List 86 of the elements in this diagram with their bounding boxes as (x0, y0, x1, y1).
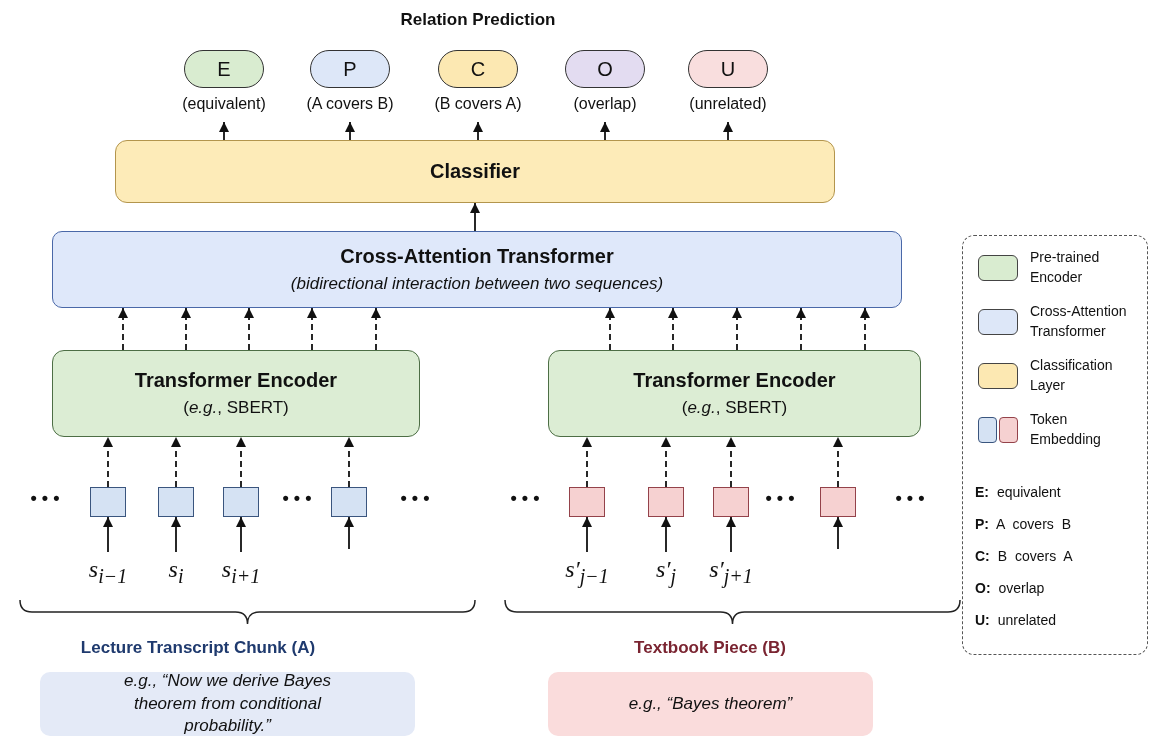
token-embedding-box (713, 487, 749, 517)
ellipsis-dots: • • • (281, 488, 313, 509)
token-symbol: s$_{i−1}$ (76, 552, 140, 592)
arrow (600, 121, 610, 141)
dashed-arrow (118, 307, 128, 351)
box-subtitle: (e.g., SBERT) (681, 398, 788, 418)
dashed-arrow (344, 436, 354, 488)
dashed-arrow (605, 307, 615, 351)
group-label: Textbook Piece (B) (633, 638, 787, 658)
token-embedding-box (223, 487, 259, 517)
legend-text: Pre-trained Encoder (1030, 248, 1101, 287)
dashed-arrow (236, 436, 246, 488)
box-subtitle: (bidirectional interaction between two sequences) (290, 274, 664, 294)
arrow (470, 202, 480, 232)
encoder-box (548, 350, 921, 437)
output-pill: E (184, 50, 264, 88)
token-embedding-box (90, 487, 126, 517)
ellipsis-dots: • • • (764, 488, 796, 509)
dashed-arrow (796, 307, 806, 351)
dashed-arrow (668, 307, 678, 351)
arrow (344, 516, 354, 550)
example-box: e.g., “Now we derive Bayes theorem from conditional probability.” (40, 672, 415, 736)
dashed-arrow (726, 436, 736, 488)
token-embedding-box (158, 487, 194, 517)
token-symbol: s′$_{j+1}$ (699, 552, 763, 592)
cross-attention-box (52, 231, 902, 308)
abbreviation-note: O: overlap (975, 580, 1045, 596)
ellipsis-dots: • • • (509, 488, 541, 509)
legend-text: Cross-Attention Transformer (1030, 302, 1128, 341)
token-embedding-box (569, 487, 605, 517)
arrow (103, 516, 113, 553)
output-pill: P (310, 50, 390, 88)
output-caption: (unrelated) (688, 95, 768, 113)
diagram-title: Relation Prediction (399, 10, 557, 30)
dashed-arrow (171, 436, 181, 488)
box-title: Transformer Encoder (134, 369, 338, 392)
output-pill: C (438, 50, 518, 88)
arrow (726, 516, 736, 553)
ellipsis-dots: • • • (894, 488, 926, 509)
dashed-arrow (833, 436, 843, 488)
arrow (723, 121, 733, 141)
output-caption: (equivalent) (181, 95, 267, 113)
output-caption: (B covers A) (433, 95, 523, 113)
token-embedding-box (648, 487, 684, 517)
group-label: Lecture Transcript Chunk (A) (79, 638, 317, 658)
token-symbol: s′$_{j−1}$ (555, 552, 619, 592)
dashed-arrow (582, 436, 592, 488)
dashed-arrow (307, 307, 317, 351)
output-caption: (overlap) (572, 95, 638, 113)
arrow (833, 516, 843, 550)
abbreviation-note: C: B covers A (975, 548, 1073, 564)
token-embedding-box (820, 487, 856, 517)
legend-text: Token Embedding (1030, 410, 1102, 449)
token-symbol: s$_{i}$ (144, 552, 208, 592)
dashed-arrow (181, 307, 191, 351)
arrow (219, 121, 229, 141)
ellipsis-dots: • • • (399, 488, 431, 509)
box-title: Transformer Encoder (633, 369, 836, 392)
example-box: e.g., “Bayes theorem” (548, 672, 873, 736)
dashed-arrow (860, 307, 870, 351)
token-embedding-box (331, 487, 367, 517)
arrow (582, 516, 592, 553)
box-title: Cross-Attention Transformer (340, 245, 614, 268)
encoder-box (52, 350, 420, 437)
arrow (171, 516, 181, 553)
arrow (236, 516, 246, 553)
abbreviation-note: E: equivalent (975, 484, 1061, 500)
dashed-arrow (732, 307, 742, 351)
arrow (661, 516, 671, 553)
arrow (345, 121, 355, 141)
dashed-arrow (371, 307, 381, 351)
box-subtitle: (e.g., SBERT) (183, 398, 289, 418)
dashed-arrow (103, 436, 113, 488)
ellipsis-dots: • • • (29, 488, 61, 509)
output-pill: O (565, 50, 645, 88)
output-pill: U (688, 50, 768, 88)
output-caption: (A covers B) (305, 95, 395, 113)
token-symbol: s$_{i+1}$ (209, 552, 273, 592)
dashed-arrow (244, 307, 254, 351)
classifier-box: Classifier (115, 140, 835, 203)
token-symbol: s′$_{j}$ (634, 552, 698, 592)
arrow (473, 121, 483, 141)
dashed-arrow (661, 436, 671, 488)
abbreviation-note: U: unrelated (975, 612, 1057, 628)
legend-text: Classification Layer (1030, 356, 1114, 395)
abbreviation-note: P: A covers B (975, 516, 1072, 532)
